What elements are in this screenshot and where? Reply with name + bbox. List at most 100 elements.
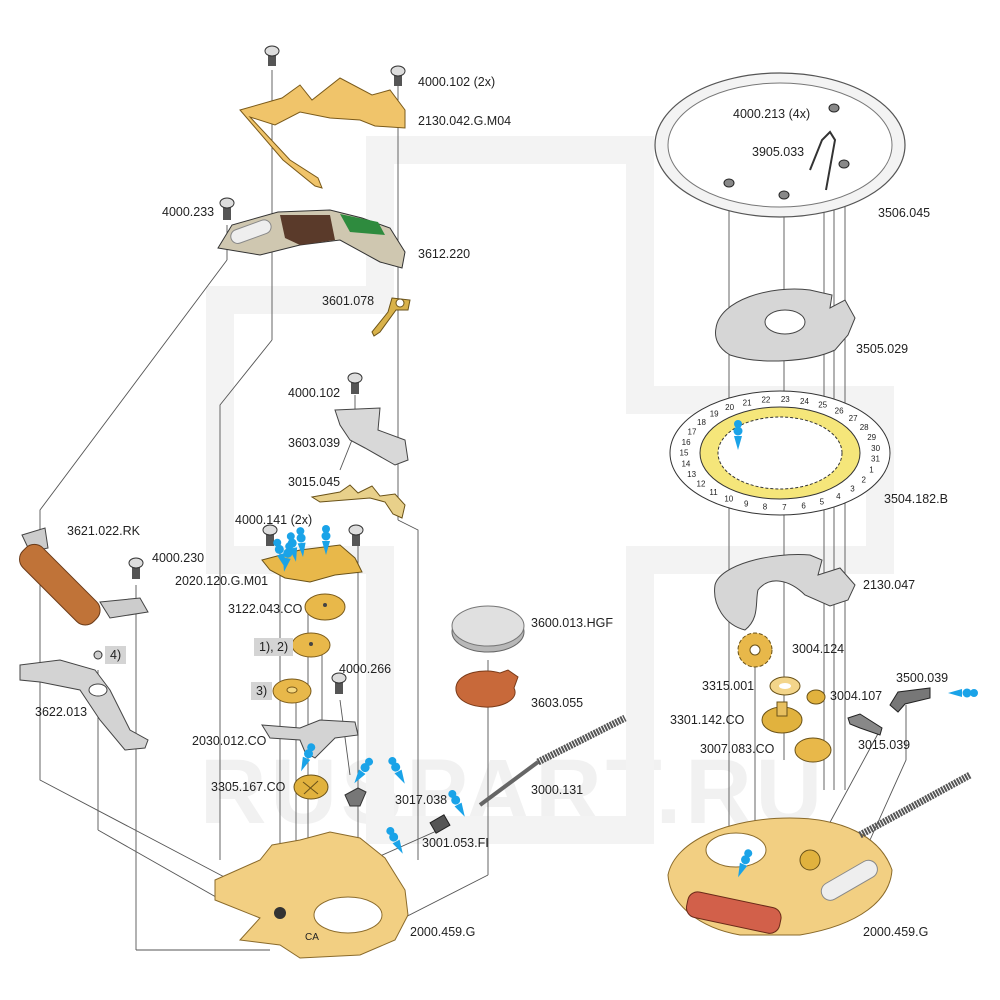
yoke-spring-part [847,713,883,736]
label-date-spring: 3905.033 [752,145,805,159]
background-cross-watermark [206,136,894,844]
date-number: 7 [782,503,787,512]
screw-icon [264,45,406,86]
label-hour-wheel: 3301.142.CO [670,713,745,727]
insulator-part [455,669,519,708]
date-number: 25 [818,401,827,410]
date-number: 19 [710,410,719,419]
label-setting-lever-spring: 3015.045 [288,475,341,489]
battery-part [451,605,525,653]
minute-wheel-part [794,737,832,763]
date-number: 9 [744,500,749,509]
oil-drop-marker [448,789,465,817]
oil-drop-marker [321,525,331,555]
label-main-plate: 2000.459.G [410,925,476,939]
label-rotor-screw: 4000.266 [339,662,392,676]
label-stator: 3622.013 [35,705,88,719]
label-circuit-module: 3612.220 [418,247,471,261]
date-bridge-part [714,554,856,631]
casing-ring-part [654,72,906,218]
date-number: 30 [871,444,880,453]
setting-lever-part [344,787,367,807]
winding-stem-part [429,714,627,834]
label-coil-screw: 4000.230 [152,551,205,565]
date-driving-wheel-part [737,632,773,668]
date-number: 11 [709,488,718,497]
centre-wheel-part [293,774,329,800]
main-plate-part: CA [214,831,409,959]
label-casing-ring: 3506.045 [878,206,931,220]
oil-drop-marker [386,826,403,854]
date-number: 1 [869,465,874,474]
date-number: 20 [725,403,734,412]
plate-marking: CA [305,932,319,943]
label-train-bridge: 2130.042.G.M04 [418,114,512,128]
oil-drop-marker [296,527,306,557]
label-bridge-screws: 4000.102 (2x) [418,75,496,89]
stator-part [19,650,149,751]
label-circuit-screw: 4000.233 [162,205,215,219]
train-bridge-part [239,77,406,189]
date-number: 8 [763,502,768,511]
intermediate-wheel-part [304,593,346,621]
label-stem: 3000.131 [531,783,584,797]
date-number: 12 [697,480,706,489]
date-number: 5 [820,498,825,507]
wheel-part [291,632,331,658]
oil-drop-marker [354,757,374,784]
label-centre-wheel: 3305.167.CO [211,780,286,794]
battery-contact-part [371,297,411,337]
main-plate-dial-side-part [667,771,972,936]
label-battery-clamp: 3603.039 [288,436,341,450]
label-date-plate: 3505.029 [856,342,909,356]
label-battery-contact: 3601.078 [322,294,375,308]
date-number: 16 [682,438,691,447]
label-intermediate-wheel: 3122.043.CO [228,602,303,616]
oil-drop-marker [733,420,743,450]
setting-wheel-part [806,689,826,705]
note-1-2: 1), 2) [254,638,294,656]
date-number: 18 [697,418,706,427]
label-date-bridge: 2130.047 [863,578,916,592]
oil-markers [273,420,978,878]
hour-wheel-part [761,701,803,734]
yoke-part [889,687,931,713]
date-number: 10 [724,495,733,504]
washer-hole [779,683,791,689]
label-clutch-wheel: 3001.053.FI [422,836,489,850]
date-number: 21 [743,398,752,407]
label-washer: 3315.001 [702,679,755,693]
oil-drop-marker [948,688,978,698]
label-wheel-bridge: 2020.120.G.M01 [175,574,269,588]
date-number: 17 [688,428,697,437]
oil-drop-marker [388,756,405,784]
label-insulator: 3603.055 [531,696,584,710]
rotor-part [272,672,347,704]
oil-drop-marker [273,538,285,568]
label-wheel-bridge-screws: 4000.141 (2x) [235,513,313,527]
label-date-disc: 3504.182.B [884,492,948,506]
date-number: 15 [680,449,689,458]
oil-drop-marker [738,849,753,878]
label-main-plate-dial-side: 2000.459.G [863,925,929,939]
label-battery: 3600.013.HGF [531,616,613,630]
label-rotor-bridge: 2030.012.CO [192,734,267,748]
label-clamp-screw: 4000.102 [288,386,341,400]
oil-drop-marker [301,743,316,772]
date-number: 14 [681,460,690,469]
date-number: 4 [836,492,841,501]
setting-lever-spring-part [310,484,406,519]
label-setting-wheel: 3004.107 [830,689,883,703]
date-number: 13 [687,470,696,479]
date-number: 22 [761,396,770,405]
date-number: 28 [860,423,869,432]
date-plate-hole [764,309,806,335]
label-yoke: 3500.039 [896,671,949,685]
date-number: 31 [871,455,880,464]
oil-drop-marker [282,542,294,572]
label-coil: 3621.022.RK [67,524,140,538]
date-number: 3 [850,484,855,493]
